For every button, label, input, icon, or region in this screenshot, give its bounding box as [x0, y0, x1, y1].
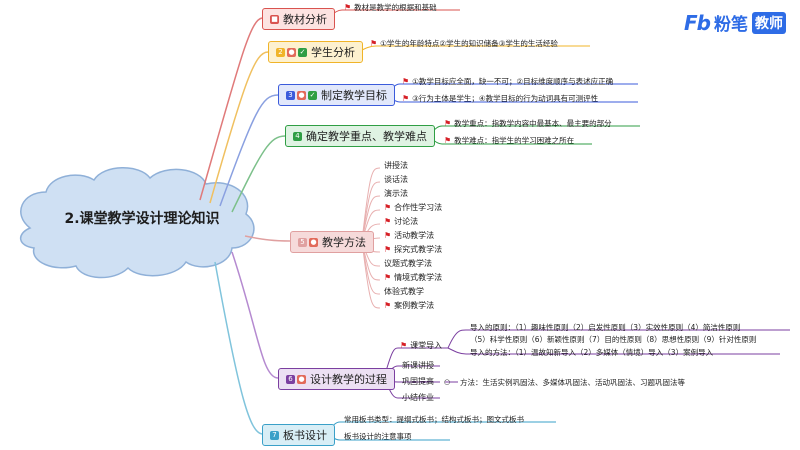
branch-label: 教材分析 [283, 13, 327, 26]
method-demonstration: 演示法 [384, 189, 408, 198]
branch-label: 设计教学的过程 [310, 373, 387, 386]
branch-label: 制定教学目标 [321, 89, 387, 102]
note-objectives-1: ⚑ ①教学目标应全面，缺一不可；②目标维度顺序与表述应正确 [402, 77, 614, 86]
purple-marker-icon: 6 [286, 374, 295, 384]
method-conversation: 谈话法 [384, 175, 408, 184]
flag-icon: ⚑ [384, 217, 392, 226]
flag-icon: ⚑ [384, 301, 392, 310]
method-experiential: 体验式教学 [384, 287, 424, 296]
red-marker-icon: ■ [270, 14, 279, 24]
branch-label: 板书设计 [283, 429, 327, 442]
blackboard-notes: 板书设计的注意事项 [344, 432, 412, 441]
orange-marker-icon: 2 [276, 47, 285, 57]
flag-icon: ⚑ [384, 273, 392, 282]
person-icon: ● [297, 90, 306, 100]
flag-icon: ⚑ [444, 136, 452, 145]
green-marker-icon: 4 [293, 131, 302, 141]
method-case: ⚑案例教学法 [384, 301, 435, 310]
branch-blackboard-design[interactable]: 7 板书设计 [262, 424, 335, 446]
central-cloud [20, 167, 255, 279]
flag-icon: ⚑ [402, 77, 410, 86]
process-lesson-import: ⚑课堂导入 [400, 341, 443, 350]
logo-mark: Fb [684, 10, 711, 35]
branch-student-analysis[interactable]: 2 ● ✓ 学生分析 [268, 41, 363, 63]
branch-teaching-objectives[interactable]: 3 ● ✓ 制定教学目标 [278, 84, 395, 106]
person-icon: ● [287, 47, 296, 57]
flag-icon: ⚑ [444, 119, 452, 128]
flag-icon: ⚑ [384, 245, 392, 254]
branch-teaching-methods[interactable]: 5 ● 教学方法 [290, 231, 374, 253]
branch-textbook-analysis[interactable]: ■ 教材分析 [262, 8, 335, 30]
note-student-factors: ⚑ ①学生的年龄特点②学生的知识储备③学生的生活经验 [370, 39, 558, 48]
check-icon: ✓ [308, 90, 317, 100]
process-summary-homework: 小结作业 [402, 393, 434, 402]
logo-name: 粉笔 [713, 15, 748, 35]
process-new-lesson: 新课讲授 [402, 361, 434, 370]
central-topic-title: 2.课堂教学设计理论知识 [64, 211, 220, 227]
import-principles-line-2: （5）科学性原则（6）新颖性原则（7）目的性原则（8）思想性原则（9）针对性原则 [470, 335, 757, 344]
flag-icon: ⚑ [370, 39, 378, 48]
check-icon: ✓ [298, 47, 307, 57]
flag-icon: ⚑ [344, 3, 352, 12]
import-methods: 导入的方法：（1）温故知新导入（2）多媒体（情境）导入（3）案例导入 [470, 348, 714, 357]
logo-badge: 教师 [751, 11, 786, 34]
flag-icon: ⚑ [400, 341, 408, 350]
person-icon: ● [297, 374, 306, 384]
brand-logo: Fb 粉笔 教师 [684, 10, 786, 35]
teal-marker-icon: 7 [270, 430, 279, 440]
note-difficult-points: ⚑ 教学难点：指学生的学习困难之所在 [444, 136, 575, 145]
process-consolidation: 巩固提高○ [402, 377, 451, 386]
import-principles-line-1: 导入的原则：（1）趣味性原则（2）启发性原则（3）实效性原则（4）简洁性原则 [470, 323, 741, 332]
branch-teaching-process[interactable]: 6 ● 设计教学的过程 [278, 368, 395, 390]
method-activity: ⚑活动教学法 [384, 231, 435, 240]
flag-icon: ⚑ [384, 231, 392, 240]
flag-icon: ⚑ [402, 94, 410, 103]
blackboard-types: 常用板书类型：提纲式板书；结构式板书；图文式板书 [344, 415, 524, 424]
branch-key-difficult-points[interactable]: 4 确定教学重点、教学难点 [285, 125, 435, 147]
consolidation-methods: 方法：生活实例巩固法、多媒体巩固法、活动巩固法、习题巩固法等 [460, 378, 685, 387]
note-textbook-basis: ⚑ 教材是教学的根据和基础 [344, 3, 437, 12]
note-key-points: ⚑ 教学重点：指教学内容中最基本、最主要的部分 [444, 119, 612, 128]
method-discussion: ⚑讨论法 [384, 217, 419, 226]
note-objectives-2: ⚑ ③行为主体是学生；④教学目标的行为动词具有可测评性 [402, 94, 599, 103]
person-icon: ● [309, 237, 318, 247]
blue-marker-icon: 3 [286, 90, 295, 100]
method-situational: ⚑情境式教学法 [384, 273, 443, 282]
method-inquiry: ⚑探究式教学法 [384, 245, 443, 254]
method-lecture: 讲授法 [384, 161, 408, 170]
pink-marker-icon: 5 [298, 237, 307, 247]
method-cooperative: ⚑合作性学习法 [384, 203, 443, 212]
branch-label: 教学方法 [322, 236, 366, 249]
branch-label: 学生分析 [311, 46, 355, 59]
flag-icon: ⚑ [384, 203, 392, 212]
branch-label: 确定教学重点、教学难点 [306, 130, 427, 143]
method-issue-based: 议题式教学法 [384, 259, 432, 268]
